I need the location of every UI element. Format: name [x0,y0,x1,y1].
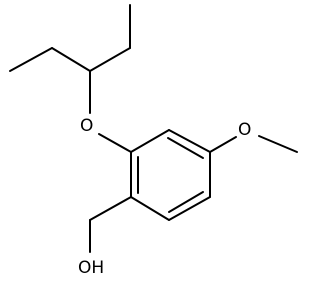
bond-ch-ch2-right [89,47,131,72]
ring-bond-c1-c2 [130,129,170,153]
ring-bond-c2-c3 [168,129,211,153]
methoxy-oxygen-label: O [238,120,251,140]
ring-double-bond-inner-2 [168,191,204,213]
ring-double-bond-inner-1 [167,137,204,159]
bond-ring-ch2 [89,196,132,221]
chemical-structure-diagram: O O OH [9,4,298,278]
bond-methoxy-methyl [258,135,298,153]
bond-oxygen-ring [98,133,132,153]
bond-ethyl-ch2-left [51,47,91,72]
bond-ring-methoxy-oxygen [209,136,237,153]
ring-bond-c5-c6 [130,196,170,221]
ether-oxygen-label: O [80,116,93,136]
bond-ethyl-ch3-left [9,47,53,72]
hydroxyl-label: OH [78,258,104,278]
ring-bond-c4-c5 [168,196,211,221]
